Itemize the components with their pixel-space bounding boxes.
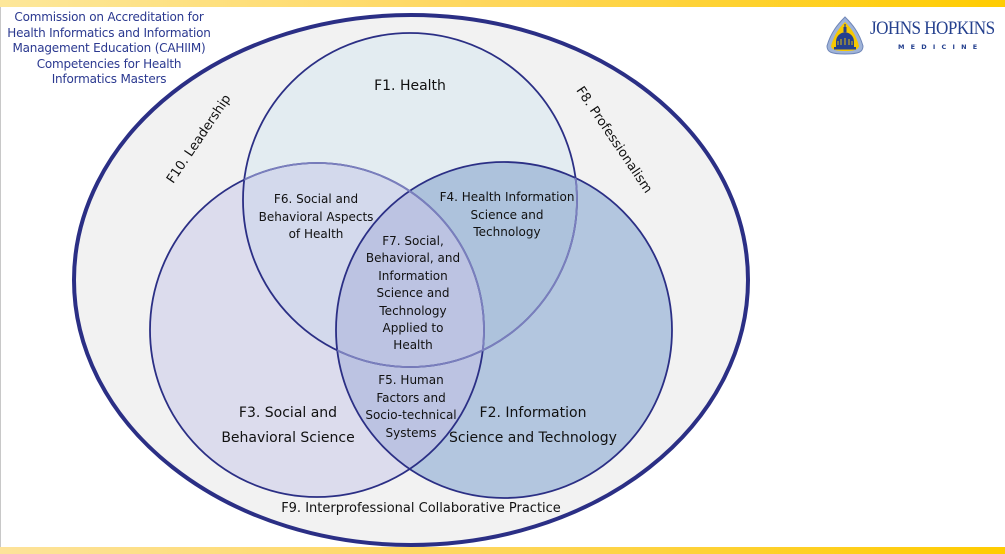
title-line: Informatics Masters [51,72,167,87]
title-line: Commission on Accreditation for [14,10,204,24]
bottom-accent-band [0,547,1005,554]
label-line: Applied to [382,321,444,336]
label-line: Science and Technology [449,430,617,446]
label-line: F7. Social, [382,234,444,248]
label-line: Behavioral Science [221,430,355,446]
label-health-information-science: F4. Health Information Science and Techn… [440,189,575,242]
label-line: F6. Social and [273,192,359,206]
label-line: F2. Information [479,405,587,421]
label-social-aspects-of-health: F6. Social and Behavioral Aspects of Hea… [259,191,374,244]
label-line: Factors and [376,390,446,405]
circle-information-outline [335,161,673,499]
label-social-behavioral-science: F3. Social and Behavioral Science [221,401,354,451]
label-line: Science and [376,286,450,301]
overlap-all-three [336,163,484,367]
left-border [0,7,1,547]
label-human-factors: F5. Human Factors and Socio-technical Sy… [365,372,456,442]
label-information-science: F2. Information Science and Technology [449,401,617,451]
label-line: Health [393,338,433,353]
logo-wordmark: JOHNS HOPKINS [870,18,995,39]
inner-arc-health [336,162,578,368]
label-line: Science and [470,207,544,222]
inner-arc-social [243,162,485,367]
label-line: Technology [473,225,541,239]
label-line: F5. Human [378,373,444,387]
dome-shield-icon [826,16,864,55]
label-line: Technology [379,303,447,318]
label-line: Information [378,268,448,283]
label-health: F1. Health [374,78,446,94]
label-line: Systems [385,425,437,440]
label-line: Behavioral Aspects [258,209,374,224]
label-line: F3. Social and [238,405,338,421]
johns-hopkins-logo: JOHNS HOPKINS MEDICINE [826,16,1001,60]
top-accent-band [0,0,1005,7]
label-line: F4. Health Information [439,190,575,204]
label-line: Behavioral, and [365,251,461,266]
title-line: Competencies for Health [36,56,182,71]
title-line: Management Education (CAHIIM) [12,41,206,56]
label-interprofessional: F9. Interprofessional Collaborative Prac… [281,501,561,516]
label-applied-to-health: F7. Social, Behavioral, and Information … [366,233,460,355]
label-line: of Health [288,227,344,241]
slide-title: Commission on Accreditation for Health I… [6,10,212,88]
title-line: Health Informatics and Information [7,25,211,40]
label-line: Socio-technical [365,408,457,422]
logo-subtitle: MEDICINE [898,43,984,51]
